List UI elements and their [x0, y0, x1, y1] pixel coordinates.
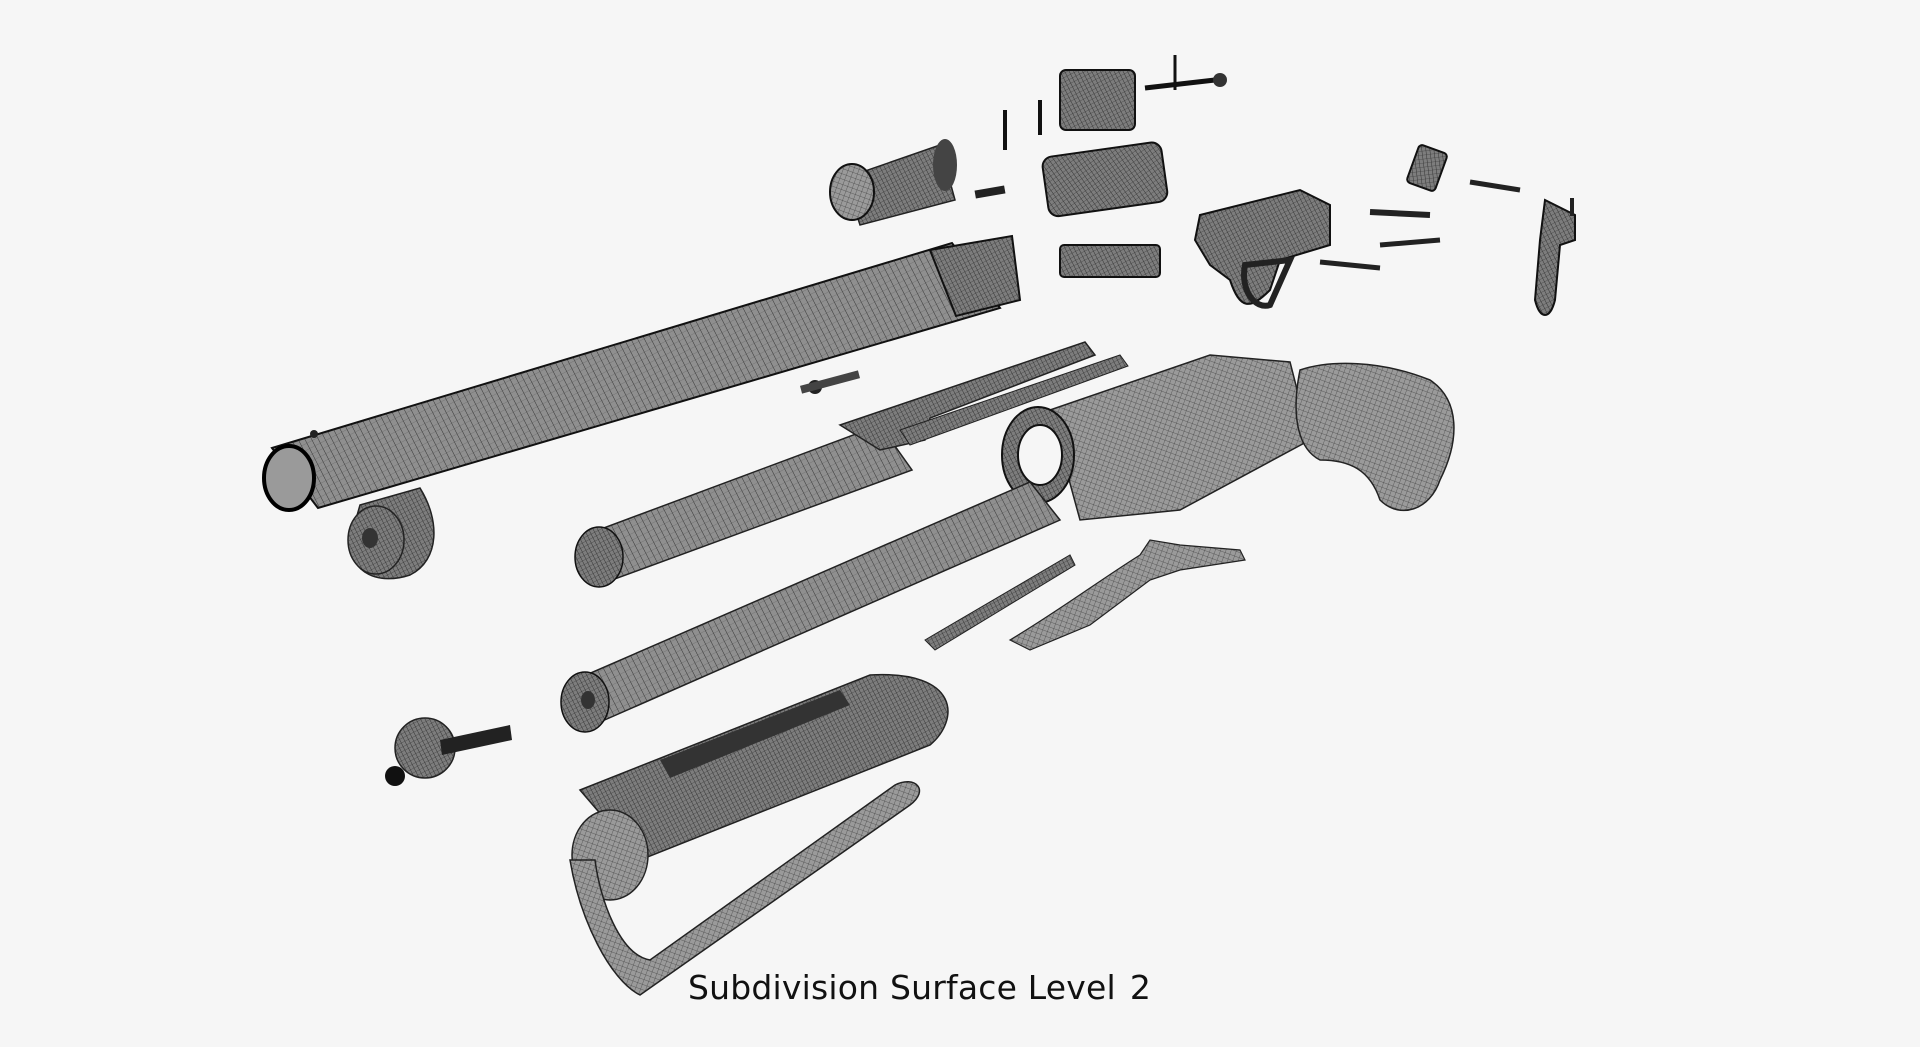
caption-level: 2: [1129, 968, 1152, 1007]
caption-label: Subdivision Surface Level: [688, 968, 1116, 1007]
forend-part: [569, 673, 949, 996]
magazine-cap-part: [385, 717, 512, 786]
receiver-part: [560, 354, 1455, 733]
recoil-cylinder-part: [829, 139, 957, 226]
barrel-part: [262, 234, 1022, 580]
action-bars-part: [924, 539, 1246, 651]
bolt-assembly-part: [799, 55, 1227, 394]
trigger-group-part: [1193, 144, 1576, 316]
render-caption: Subdivision Surface Level 2: [688, 968, 1151, 1007]
magazine-tube-part: [574, 341, 1129, 588]
